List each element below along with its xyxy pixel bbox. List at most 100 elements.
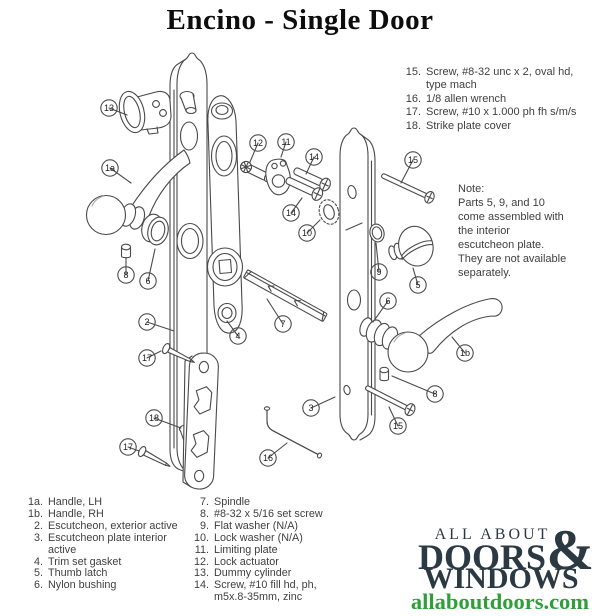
callout-leader-line	[375, 242, 380, 273]
callout-label: 16	[263, 453, 273, 463]
callout-8	[117, 266, 135, 284]
callout-leader-line	[412, 267, 419, 286]
callout-label: 8	[123, 270, 128, 280]
note-text: Note: Parts 5, 9, and 10 come assembled …	[458, 183, 567, 279]
callout-13	[100, 99, 118, 117]
part-number: 2.	[33, 519, 43, 532]
logo-doors: DOORS	[417, 537, 547, 577]
callout-label: 12	[253, 138, 263, 148]
callout-label: 14	[286, 208, 296, 218]
callout-17	[119, 438, 137, 456]
callout-5	[409, 276, 427, 294]
callout-leader-line	[127, 446, 140, 452]
part-description: Flat washer (N/A)	[214, 519, 298, 532]
callout-7	[274, 315, 292, 333]
part-number: 7.	[199, 496, 209, 508]
part-description: Screw, #10 fill hd, ph, m5x.8-35mm, zinc	[214, 579, 317, 604]
escutcheon-interior-drawing	[339, 127, 376, 441]
limiting-plate-drawing	[265, 158, 291, 196]
part-number: 5.	[33, 567, 43, 580]
allen-wrench-drawing	[263, 406, 323, 459]
parts-list-item: 7. Spindle	[188, 496, 370, 509]
callout-16	[259, 449, 277, 467]
callout-14	[282, 204, 300, 222]
callout-leader-line	[305, 156, 315, 175]
part-number: 10.	[193, 531, 209, 544]
part-description: Lock actuator	[214, 555, 279, 568]
parts-list-item: 8.#8-32 x 5/16 set screw	[188, 508, 370, 521]
callout-leader-line	[310, 396, 336, 409]
callout-label: 4	[235, 331, 240, 341]
part-description: Dummy cylinder	[214, 567, 292, 580]
parts-list-item: 1b.Handle, RH	[26, 508, 204, 521]
parts-list-item: 5.Thumb latch	[26, 568, 204, 580]
part-description: 1/8 allen wrench	[426, 92, 507, 105]
callout-leader-line	[153, 417, 182, 429]
callout-label: 7	[280, 319, 285, 329]
callout-leader-line	[249, 142, 259, 163]
callout-leader-line	[146, 321, 175, 332]
callout-leader-line	[267, 442, 288, 459]
logo-website-url: allaboutdoors.com	[410, 589, 590, 614]
part-number: 15.	[405, 66, 421, 78]
parts-list-item: 14. Screw, #10 fill hd, ph, m5x.8-35mm, z…	[188, 579, 370, 604]
callout-label: 18	[149, 413, 159, 423]
part-description: Spindle	[214, 496, 251, 508]
parts-list-item: 10. Lock washer (N/A)	[188, 531, 370, 545]
logo-ampersand: &	[546, 519, 594, 582]
logo-all-about: ALL ABOUT	[434, 526, 551, 543]
callout-10	[298, 224, 316, 242]
parts-list-item: 3.Escutcheon plate interior active	[26, 532, 204, 557]
parts-list-item: 17.Screw, #10 x 1.000 ph fh s/m/s	[402, 106, 598, 119]
callout-1b	[456, 344, 474, 362]
dummy-cylinder-drawing	[118, 90, 172, 135]
parts-list-item: 12.Lock actuator	[188, 555, 370, 569]
thumb-latch-drawing	[388, 225, 434, 267]
callout-label: 9	[376, 267, 381, 277]
part-number: 17.	[405, 106, 421, 119]
part-number: 14.	[193, 579, 209, 592]
callout-label: 17	[142, 353, 152, 363]
callout-leader-line	[108, 107, 128, 116]
part-description: Limiting plate	[214, 543, 278, 556]
part-number: 11.	[194, 543, 209, 556]
callout-leader-line	[391, 375, 436, 395]
logo-windows: WINDOWS	[423, 562, 579, 595]
parts-list-item: 1a.Handle, LH	[26, 496, 204, 509]
part-description: Lock washer (N/A)	[214, 531, 303, 544]
callout-17	[138, 349, 156, 367]
callout-label: 15	[408, 155, 418, 165]
set-screw-left-drawing	[120, 243, 132, 259]
callout-leader-line	[400, 159, 414, 184]
callout-leader-line	[388, 406, 399, 427]
callout-label: 3	[308, 403, 313, 413]
callout-6	[379, 292, 397, 310]
part-description: Screw, #8-32 unc x 2, oval hd, type mach	[426, 66, 574, 92]
callout-label: 17	[123, 442, 133, 452]
parts-list-item: 15. Screw, #8-32 unc x 2, oval hd, type m…	[402, 66, 598, 93]
handle-lh-drawing	[85, 149, 191, 236]
screw-15-lower-drawing	[365, 385, 416, 417]
parts-list-item: 9.Flat washer (N/A)	[188, 519, 370, 533]
callout-label: 1b	[460, 348, 470, 358]
screw-17-bottom-drawing	[137, 446, 171, 467]
callout-15	[404, 151, 422, 169]
parts-list-item: 16.1/8 allen wrench	[402, 93, 598, 106]
parts-list-item: 2. Escutcheon, exterior active	[26, 519, 204, 533]
screw-15-upper-drawing	[381, 173, 435, 204]
part-description: Escutcheon, exterior active	[48, 519, 178, 532]
callout-label: 6	[145, 276, 150, 286]
callout-label: 8	[432, 389, 437, 399]
parts-list-item: 6.Nylon bushing	[26, 579, 204, 592]
callout-1a	[101, 159, 119, 177]
callout-3	[302, 399, 320, 417]
callout-label: 5	[415, 280, 420, 290]
callout-leader-line	[109, 167, 132, 184]
part-description: Trim set gasket	[48, 555, 122, 568]
parts-list-item: 4.Trim set gasket	[26, 555, 204, 569]
callout-label: 2	[144, 317, 149, 327]
